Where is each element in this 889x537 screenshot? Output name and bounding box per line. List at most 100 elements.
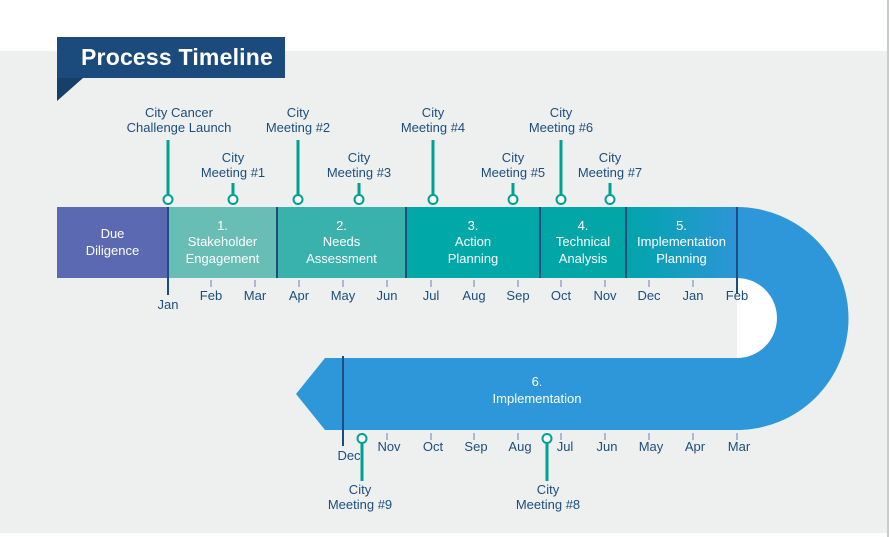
meeting-marker-dot: [353, 194, 365, 205]
month-tick: [560, 280, 562, 287]
segment-label-line: 5.: [676, 217, 687, 233]
meeting-marker-line: [545, 443, 549, 481]
meeting-label-2: City Meeting #2: [265, 105, 331, 135]
segment-label-line: Due: [100, 226, 125, 241]
meeting-label-1: City Meeting #1: [200, 150, 266, 180]
month-tick: [298, 280, 300, 287]
segment-divider: [276, 207, 278, 278]
month-label: Apr: [684, 439, 706, 454]
month-tick: [560, 433, 562, 440]
month-label: Oct: [550, 288, 572, 303]
banner-fold: [57, 78, 83, 101]
month-tick: [517, 433, 519, 440]
segment-4-technical-analysis: 4. Technical Analysis: [540, 207, 626, 278]
month-label: Jul: [556, 439, 574, 454]
segment-divider: [405, 207, 407, 278]
meeting-label-6: City Meeting #6: [528, 105, 594, 135]
segment-label-line: 4.: [577, 217, 589, 233]
month-tick: [386, 280, 388, 287]
month-label: Nov: [593, 288, 617, 303]
month-label: Mar: [727, 439, 751, 454]
segment-1-stakeholder-engagement: 1. Stakeholder Engagement: [168, 207, 277, 278]
month-tick: [342, 280, 344, 287]
meeting-label-3: City Meeting #3: [326, 150, 392, 180]
meeting-label-5: City Meeting #5: [480, 150, 546, 180]
segment-label-line: Implementation: [637, 234, 726, 250]
meeting-label-4: City Meeting #4: [400, 105, 466, 135]
segment-label-line: Planning: [447, 250, 499, 266]
dec-boundary-line: [342, 356, 344, 446]
meeting-marker-line: [296, 140, 300, 195]
feb-boundary-line: [736, 207, 738, 294]
meeting-marker-dot: [162, 194, 174, 205]
segment-label-line: 1.: [217, 217, 228, 233]
month-label: Mar: [243, 288, 267, 303]
month-tick: [254, 280, 256, 287]
segment-label-line: Technical: [555, 234, 611, 250]
segment-6-implementation-label: 6. Implementation: [437, 373, 637, 407]
meeting-marker-dot: [507, 194, 519, 205]
month-tick: [517, 280, 519, 287]
month-tick: [648, 280, 650, 287]
segment-label-line: 2.: [336, 217, 347, 233]
month-label: May: [638, 439, 664, 454]
month-tick: [692, 433, 694, 440]
segment-label-line: Action: [454, 234, 492, 250]
segment-label-line: 6.: [531, 374, 543, 389]
segment-divider: [539, 207, 541, 278]
page-title: Process Timeline: [81, 44, 273, 70]
meeting-marker-dot: [427, 194, 439, 205]
month-tick: [430, 433, 432, 440]
implementation-arrow: [296, 358, 742, 430]
month-tick: [604, 280, 606, 287]
month-tick: [648, 433, 650, 440]
month-label: Feb: [199, 288, 223, 303]
meeting-label-launch: City Cancer Challenge Launch: [126, 105, 232, 135]
month-tick: [210, 280, 212, 287]
segment-2-needs-assessment: 2. Needs Assessment: [277, 207, 406, 278]
month-label: Oct: [422, 439, 444, 454]
month-label: Jan: [157, 297, 179, 312]
meeting-marker-line: [231, 183, 235, 195]
month-label: Jul: [422, 288, 440, 303]
meeting-marker-line: [360, 443, 364, 481]
title-banner: Process Timeline: [57, 37, 285, 78]
segment-due-diligence: Due Diligence: [57, 207, 168, 278]
meeting-marker-dot: [292, 194, 304, 205]
month-label: Sep: [506, 288, 530, 303]
month-label: Dec: [637, 288, 661, 303]
month-label: Jun: [376, 288, 398, 303]
u-turn-curve: [737, 207, 849, 430]
meeting-label-9: City Meeting #9: [327, 482, 393, 512]
month-tick: [386, 433, 388, 440]
month-tick: [473, 433, 475, 440]
meeting-marker-line: [166, 140, 170, 195]
segment-label-line: 3.: [467, 217, 479, 233]
month-label: Aug: [508, 439, 532, 454]
month-label: Dec: [337, 448, 361, 463]
month-label: Nov: [377, 439, 401, 454]
month-label: Apr: [288, 288, 310, 303]
meeting-label-8: City Meeting #8: [515, 482, 581, 512]
jan-boundary-line: [167, 207, 169, 295]
month-label: May: [330, 288, 356, 303]
segment-5-implementation-planning: 5. Implementation Planning: [626, 207, 737, 278]
month-tick: [692, 280, 694, 287]
segment-label-line: Engagement: [185, 250, 260, 266]
month-label: Feb: [725, 288, 749, 303]
segment-3-action-planning: 3. Action Planning: [406, 207, 540, 278]
segment-label-line: Analysis: [558, 250, 608, 266]
month-label: Aug: [462, 288, 486, 303]
month-tick: [604, 433, 606, 440]
segment-label-line: Planning: [656, 250, 707, 266]
month-label: Jan: [682, 288, 704, 303]
month-tick: [430, 280, 432, 287]
month-tick: [736, 433, 738, 440]
bottom-margin: [0, 533, 887, 537]
month-label: Sep: [464, 439, 488, 454]
segment-label-line: Assessment: [306, 250, 377, 266]
meeting-marker-line: [511, 183, 515, 195]
segment-label-line: Stakeholder: [187, 234, 258, 250]
meeting-marker-line: [357, 183, 361, 195]
